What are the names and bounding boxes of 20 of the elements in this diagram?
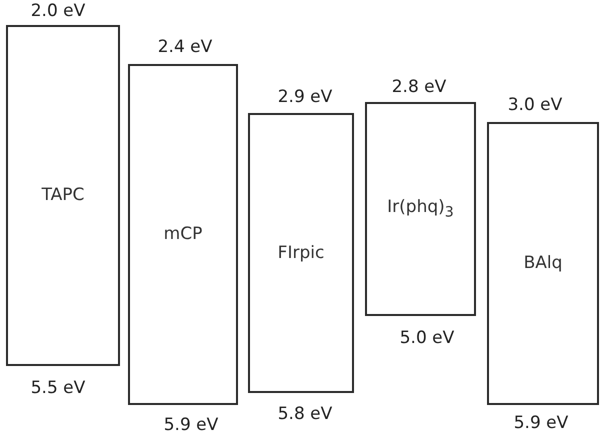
energy-level-box [6, 25, 120, 366]
energy-value-label: 2.8 eV [392, 77, 446, 97]
material-label: TAPC [42, 185, 84, 206]
energy-value-label: 2.4 eV [158, 37, 212, 57]
energy-level-box [248, 113, 354, 393]
energy-level-box [365, 102, 476, 316]
material-label: BAlq [524, 253, 562, 274]
material-label: mCP [164, 224, 202, 245]
energy-value-label: 5.9 eV [514, 413, 568, 433]
energy-level-box [487, 122, 599, 405]
material-label: Ir(phq)$_{3}$ [387, 196, 454, 222]
energy-level-box [128, 64, 238, 405]
energy-value-label: 2.0 eV [30, 1, 86, 21]
energy-value-label: 5.9 eV [164, 415, 218, 435]
energy-value-label: 5.8 eV [278, 404, 332, 424]
energy-value-label: 5.0 eV [400, 328, 454, 348]
energy-value-label: 5.5 eV [30, 378, 86, 398]
energy-value-label: 3.0 eV [508, 95, 562, 115]
energy-value-label: 2.9 eV [278, 87, 332, 107]
material-label: FIrpic [278, 242, 324, 264]
